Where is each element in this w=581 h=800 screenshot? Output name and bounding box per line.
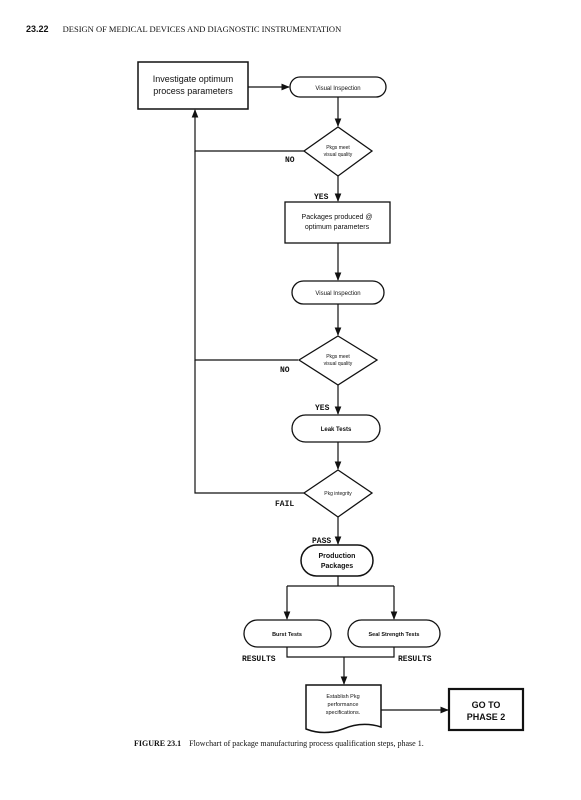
decision-3-pass-label: PASS — [312, 537, 331, 546]
leak-tests — [291, 414, 381, 443]
decision-3-fail-label: FAIL — [275, 500, 294, 509]
decision-3-label: Pkg integrity — [324, 491, 352, 497]
investigate-label-line1: Investigate optimum — [153, 74, 234, 84]
decision-1-line1: Pkgs meet — [326, 145, 350, 151]
establish-line2: performance — [328, 702, 359, 708]
decision-1-yes-label: YES — [314, 193, 329, 202]
seal-strength-tests — [347, 619, 441, 648]
seal-strength-tests-label: Seal Strength Tests — [369, 632, 420, 638]
decision-2-diamond — [297, 335, 379, 386]
production-packages-line1: Production — [319, 553, 356, 560]
decision-2-line1: Pkgs meet — [326, 354, 350, 360]
packages-produced-line1: Packages produced @ — [302, 214, 373, 221]
establish-line1: Establish Pkg — [326, 694, 359, 700]
go-to-phase-2-line2: PHASE 2 — [467, 712, 506, 722]
visual-inspection-2 — [291, 280, 385, 305]
decision-2-yes-label: YES — [315, 404, 330, 413]
figure-label: FIGURE 23.1 — [134, 739, 182, 748]
running-title: DESIGN OF MEDICAL DEVICES AND DIAGNOSTIC… — [62, 24, 342, 34]
results-left-label: RESULTS — [242, 655, 276, 664]
packages-produced-box — [284, 201, 391, 244]
investigate-label-line2: process parameters — [153, 86, 233, 96]
connector-decision3-fail-loop — [194, 360, 305, 494]
connector-decision1-no-loop — [191, 109, 305, 152]
decision-2-line2: visual quality — [324, 361, 353, 367]
visual-inspection-1 — [289, 76, 387, 98]
connector-decision2-no-loop — [194, 151, 298, 361]
investigate-box — [137, 61, 249, 110]
decision-1-line2: visual quality — [324, 152, 353, 158]
visual-inspection-2-label: Visual Inspection — [315, 291, 360, 297]
burst-tests-label: Burst Tests — [272, 632, 302, 638]
figure-caption: FIGURE 23.1 Flowchart of package manufac… — [134, 739, 554, 748]
decision-1-no-label: NO — [285, 156, 295, 165]
burst-tests — [243, 619, 332, 648]
results-right-label: RESULTS — [398, 655, 432, 664]
packages-produced-line2: optimum parameters — [305, 224, 370, 231]
establish-line3: specifications. — [326, 710, 361, 716]
page-number: 23.22 — [26, 24, 49, 34]
decision-3-diamond — [302, 469, 374, 518]
figure-caption-text: Flowchart of package manufacturing proce… — [189, 739, 424, 748]
decision-2-no-label: NO — [280, 366, 290, 375]
production-packages — [300, 544, 374, 577]
page-header: 23.22 DESIGN OF MEDICAL DEVICES AND DIAG… — [26, 24, 556, 38]
leak-tests-label: Leak Tests — [321, 427, 352, 433]
connector-results-merge — [286, 647, 395, 658]
visual-inspection-1-label: Visual Inspection — [315, 86, 360, 92]
go-to-phase-2-line1: GO TO — [472, 700, 501, 710]
production-packages-line2: Packages — [321, 563, 353, 570]
establish-specs-document — [305, 684, 382, 734]
go-to-phase-2-box — [447, 687, 525, 732]
decision-1-diamond — [302, 126, 374, 177]
